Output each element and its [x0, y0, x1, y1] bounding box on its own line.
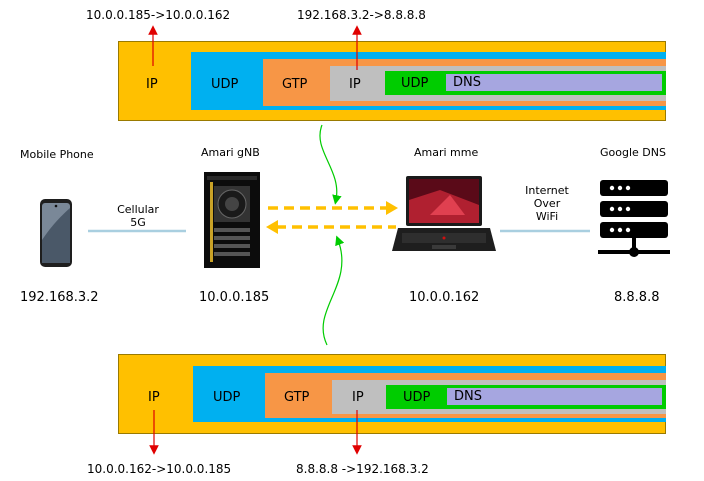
mobile-phone-icon: [40, 199, 72, 267]
bottom-dns-layer: [447, 388, 662, 405]
bottom-packet-curve: [322, 235, 345, 346]
cellular-line1: Cellular: [117, 203, 159, 216]
gnb-name: Amari gNB: [201, 146, 260, 159]
gnb-ip: 10.0.0.185: [199, 290, 270, 305]
bottom-gtp-label: GTP: [284, 390, 310, 405]
bottom-outer-address: 10.0.0.162->10.0.0.185: [87, 462, 232, 476]
bottom-udp-label: UDP: [213, 390, 241, 405]
mme-name: Amari mme: [414, 146, 479, 159]
phone-name: Mobile Phone: [20, 148, 94, 161]
top-gtp-label: GTP: [282, 77, 308, 92]
top-dns-label: DNS: [453, 75, 481, 90]
dns-name: Google DNS: [600, 146, 666, 159]
phone-ip: 192.168.3.2: [20, 290, 99, 305]
top-dns-layer: [446, 74, 662, 91]
mme-ip: 10.0.0.162: [409, 290, 480, 305]
bottom-inner-udp-label: UDP: [403, 390, 431, 405]
cellular-link-label: Cellular 5G: [110, 203, 166, 229]
bottom-dns-label: DNS: [454, 389, 482, 404]
uplink-arrow-head: [386, 201, 398, 215]
top-inner-ip-label: IP: [349, 77, 361, 92]
downlink-arrow-head: [266, 220, 278, 234]
top-inner-udp-label: UDP: [401, 76, 429, 91]
bottom-inner-ip-label: IP: [352, 390, 364, 405]
top-packet-curve: [319, 124, 342, 205]
mme-laptop-icon: [392, 176, 496, 251]
internet-line3: WiFi: [535, 210, 559, 223]
cellular-line2: 5G: [130, 216, 146, 229]
gnb-computer-icon: [204, 172, 260, 268]
top-outer-address: 10.0.0.185->10.0.0.162: [86, 8, 231, 22]
top-inner-address: 192.168.3.2->8.8.8.8: [297, 8, 426, 22]
bottom-inner-address: 8.8.8.8 ->192.168.3.2: [296, 462, 429, 476]
internet-line1: Internet: [525, 184, 569, 197]
bottom-ip-label: IP: [148, 390, 160, 405]
top-udp-label: UDP: [211, 77, 239, 92]
top-ip-label: IP: [146, 77, 158, 92]
dns-server-icon: [598, 180, 670, 257]
dns-ip: 8.8.8.8: [614, 290, 660, 305]
internet-line2: Over: [533, 197, 561, 210]
internet-link-label: Internet Over WiFi: [519, 184, 575, 223]
